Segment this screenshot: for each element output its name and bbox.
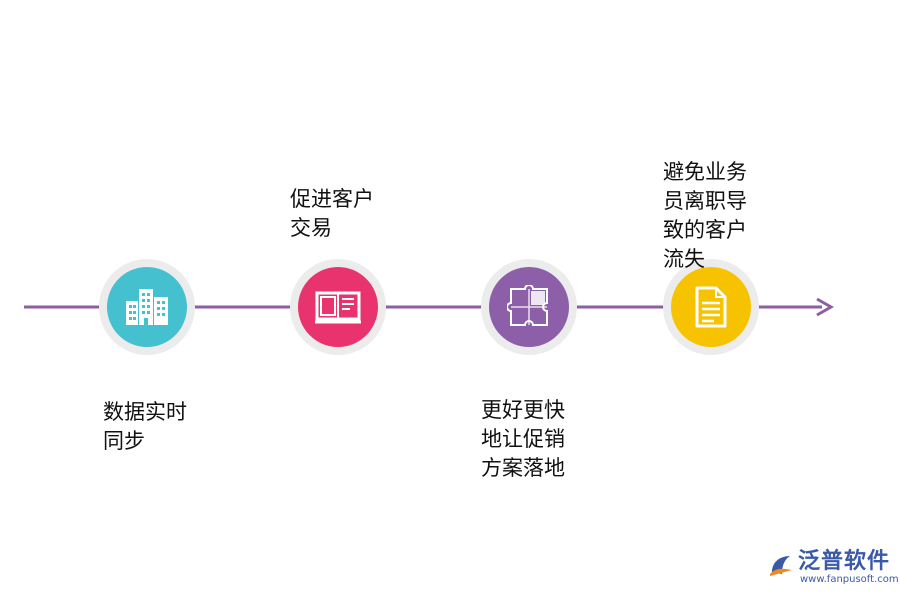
timeline-node-4	[663, 259, 759, 355]
timeline-node-1	[99, 259, 195, 355]
fanpu-logo-icon	[770, 556, 792, 576]
document-icon	[695, 286, 727, 328]
puzzle-icon	[507, 285, 548, 326]
brand-name: 泛普软件	[798, 549, 891, 574]
open-book-icon	[315, 291, 361, 324]
brand: 泛普软件 www.fanpusoft.com	[768, 550, 899, 586]
node-1-disc	[107, 267, 187, 347]
step-1-label: 数据实时同步	[103, 400, 187, 453]
buildings-icon	[126, 289, 168, 325]
timeline-node-2	[290, 259, 386, 355]
step-3-label: 更好更快地让促销方案落地	[481, 398, 565, 480]
step-2-label: 促进客户交易	[290, 187, 374, 240]
timeline-node-3	[481, 259, 577, 355]
step-4-label: 避免业务员离职导致的客户流失	[663, 160, 747, 271]
timeline-arrowhead	[816, 297, 835, 317]
node-4-disc	[671, 267, 751, 347]
node-2-disc	[298, 267, 378, 347]
node-3-disc	[489, 267, 569, 347]
brand-url: www.fanpusoft.com	[800, 574, 899, 585]
